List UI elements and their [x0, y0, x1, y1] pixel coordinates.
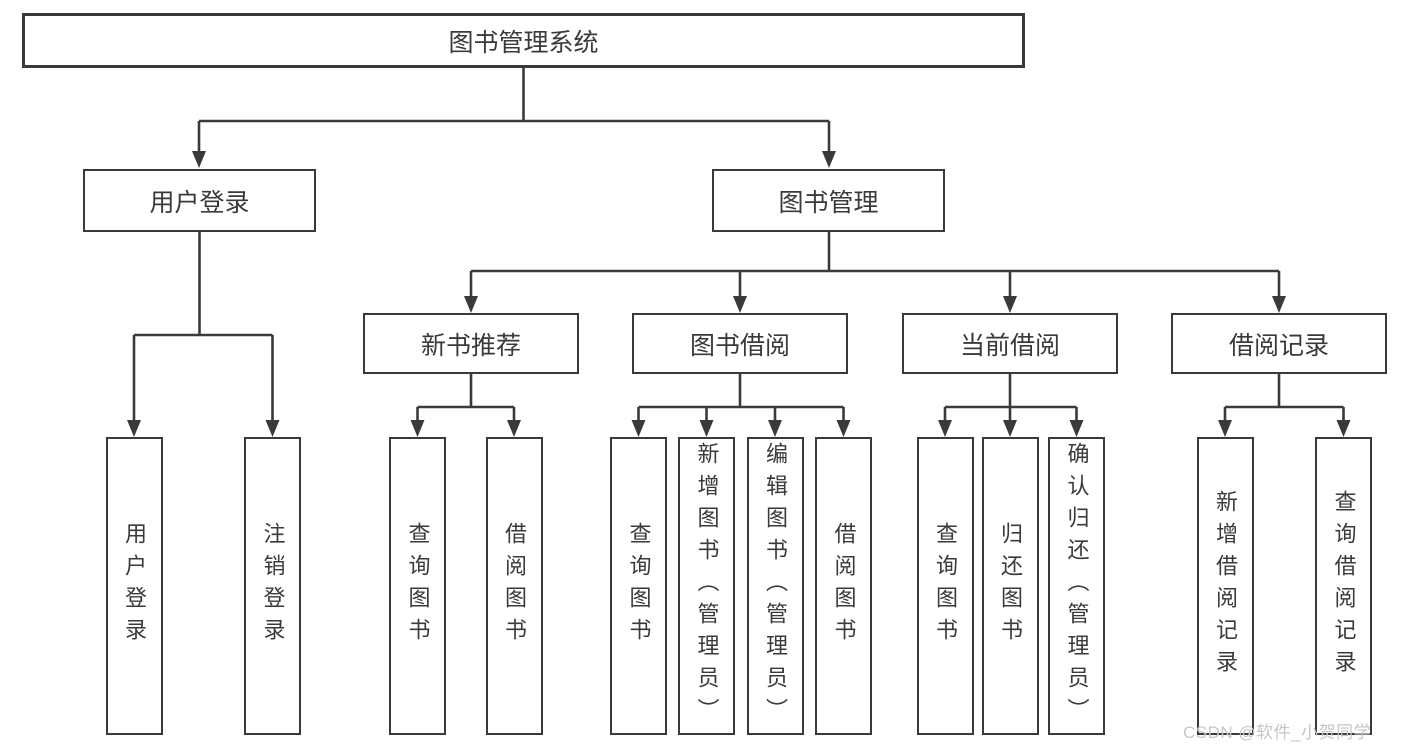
node-label: 当前借阅	[959, 331, 1060, 360]
node-label: 借阅图书	[502, 522, 527, 650]
node-label: 用户登录	[149, 188, 250, 217]
node-label: 新增借阅记录	[1213, 490, 1238, 682]
node-label: 图书借阅	[689, 331, 790, 360]
leaf-query-books-current: 查询图书	[916, 437, 974, 735]
leaf-logout: 注销登录	[244, 437, 301, 735]
leaf-borrow-books-recommend: 借阅图书	[485, 437, 543, 735]
node-label: 用户登录	[122, 522, 147, 650]
leaf-return-books: 归还图书	[981, 437, 1039, 735]
node-label: 查询图书	[405, 522, 431, 650]
leaf-add-borrow-record: 新增借阅记录	[1196, 437, 1254, 735]
node-borrowing-records: 借阅记录	[1171, 313, 1387, 374]
node-current-borrowing: 当前借阅	[902, 313, 1118, 374]
node-label: 借阅图书	[831, 522, 857, 650]
node-label: 新增图书（管理员）	[694, 442, 720, 730]
leaf-confirm-return-admin: 确认归还（管理员）	[1048, 437, 1105, 735]
node-user-login: 用户登录	[83, 169, 316, 232]
leaf-edit-books-admin: 编辑图书（管理员）	[746, 437, 804, 735]
watermark: CSDN @软件_小贺同学	[1183, 723, 1372, 742]
node-label: 查询图书	[626, 522, 652, 650]
leaf-add-books-admin: 新增图书（管理员）	[678, 437, 735, 735]
node-label: 查询借阅记录	[1331, 490, 1357, 682]
node-new-book-recommend: 新书推荐	[363, 313, 579, 374]
node-book-borrowing: 图书借阅	[632, 313, 848, 374]
leaf-query-books-recommend: 查询图书	[389, 437, 446, 735]
node-label: 新书推荐	[420, 331, 521, 360]
leaf-query-books-borrowing: 查询图书	[610, 437, 667, 735]
node-label: 查询图书	[933, 522, 958, 650]
node-label: 归还图书	[998, 522, 1023, 650]
node-label: 确认归还（管理员）	[1064, 442, 1090, 730]
node-label: 注销登录	[260, 522, 286, 650]
leaf-borrow-books: 借阅图书	[815, 437, 872, 735]
node-label: 编辑图书（管理员）	[763, 442, 788, 730]
node-label: 图书管理	[778, 188, 879, 217]
node-label: 借阅记录	[1228, 331, 1329, 360]
node-book-management: 图书管理	[712, 169, 945, 232]
leaf-query-borrow-record: 查询借阅记录	[1315, 437, 1372, 735]
node-label: 图书管理系统	[448, 28, 599, 57]
leaf-user-login: 用户登录	[105, 437, 163, 735]
node-library-management-system: 图书管理系统	[22, 13, 1025, 68]
